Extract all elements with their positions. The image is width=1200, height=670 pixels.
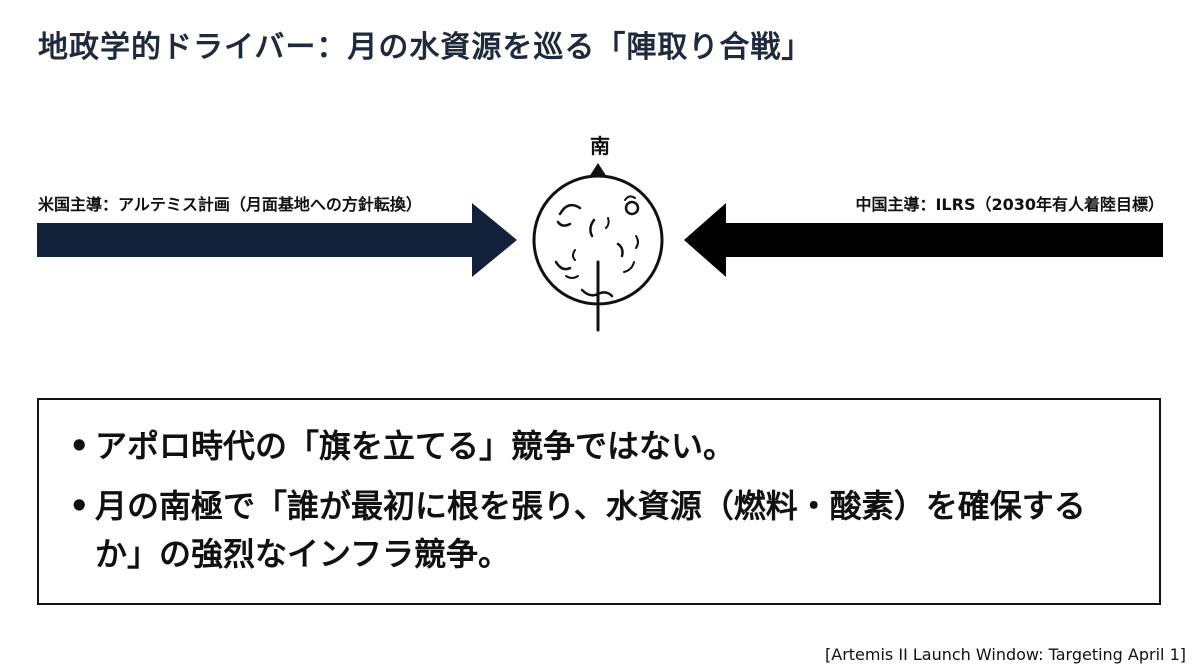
page-title: 地政学的ドライバー：月の水資源を巡る「陣取り合戦」 [38,30,813,65]
china-ilrs-label: 中国主導：ILRS（2030年有人着陸目標） [855,195,1164,214]
moon-icon [532,163,664,332]
china-arrow [684,203,1163,277]
south-pole-label: 南 [590,134,610,158]
us-artemis-label: 米国主導：アルテミス計画（月面基地への方針転換） [38,195,422,214]
footnote: [Artemis II Launch Window: Targeting Apr… [825,645,1186,664]
geopolitics-diagram [37,163,1163,332]
bullet-item: アポロ時代の「旗を立てる」競争ではない。 [65,422,1133,470]
bullet-list: アポロ時代の「旗を立てる」競争ではない。 月の南極で「誰が最初に根を張り、水資源… [65,422,1133,578]
bullet-item: 月の南極で「誰が最初に根を張り、水資源（燃料・酸素）を確保するか」の強烈なインフ… [65,482,1133,578]
us-arrow [37,203,517,277]
key-points-box: アポロ時代の「旗を立てる」競争ではない。 月の南極で「誰が最初に根を張り、水資源… [37,398,1161,605]
